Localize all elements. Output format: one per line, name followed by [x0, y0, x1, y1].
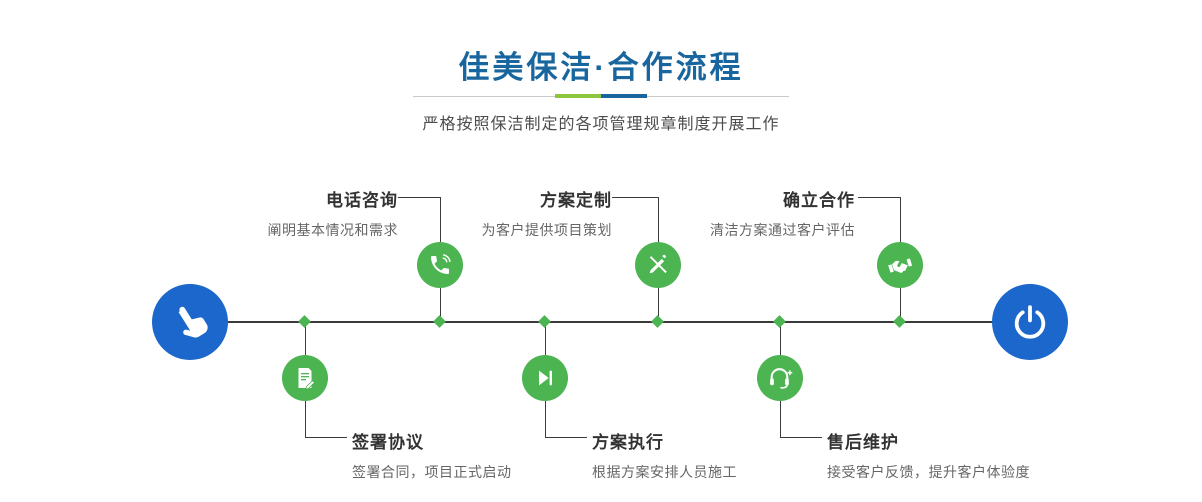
step-circle-design: [635, 242, 681, 288]
timeline-node-diamond: [298, 315, 311, 328]
step-text-handshake: 确立合作 清洁方案通过客户评估: [635, 186, 855, 240]
connector-line: [398, 197, 440, 198]
connector-line: [900, 288, 901, 322]
step-desc: 阐明基本情况和需求: [267, 222, 398, 238]
connector-line: [305, 323, 306, 355]
connector-line: [545, 401, 546, 438]
divider-blue-segment: [601, 94, 647, 98]
contract-icon: [293, 366, 317, 390]
connector-line: [780, 401, 781, 438]
step-circle-handshake: [877, 242, 923, 288]
connector-line: [305, 401, 306, 438]
timeline-node-diamond: [893, 315, 906, 328]
connector-line: [658, 197, 659, 243]
connector-line: [440, 197, 441, 243]
step-title: 售后维护: [827, 433, 899, 452]
connector-line: [440, 288, 441, 322]
step-text-aftersales: 售后维护 接受客户反馈，提升客户体验度: [827, 428, 1107, 482]
page-subtitle: 严格按照保洁制定的各项管理规章制度开展工作: [422, 116, 780, 133]
step-desc: 清洁方案通过客户评估: [710, 222, 855, 238]
connector-line: [780, 437, 822, 438]
timeline-start-node: [152, 284, 228, 360]
connector-line: [900, 197, 901, 243]
connector-line: [305, 437, 347, 438]
timeline-line: [190, 321, 1030, 323]
step-text-phone: 电话咨询 阐明基本情况和需求: [178, 186, 398, 240]
step-title: 方案定制: [540, 191, 612, 210]
divider-green-segment: [555, 94, 601, 98]
step-circle-phone: [417, 242, 463, 288]
step-text-execute: 方案执行 根据方案安排人员施工: [592, 428, 872, 482]
connector-line: [780, 323, 781, 355]
timeline-node-diamond: [538, 315, 551, 328]
step-desc: 为客户提供项目策划: [481, 222, 612, 238]
play-next-icon: [534, 367, 556, 389]
step-desc: 根据方案安排人员施工: [592, 464, 737, 480]
step-circle-execute: [522, 355, 568, 401]
divider-accent: [555, 94, 647, 98]
step-title: 签署协议: [352, 433, 424, 452]
pointing-hand-icon: [164, 296, 216, 348]
connector-line: [858, 197, 900, 198]
connector-line: [658, 288, 659, 322]
step-desc: 接受客户反馈，提升客户体验度: [827, 464, 1030, 480]
handshake-icon: [887, 252, 913, 278]
step-title: 确立合作: [783, 191, 855, 210]
step-circle-contract: [282, 355, 328, 401]
connector-line: [612, 197, 658, 198]
pencil-design-icon: [646, 253, 670, 277]
power-icon: [1011, 303, 1049, 341]
timeline-node-diamond: [433, 315, 446, 328]
timeline-node-diamond: [651, 315, 664, 328]
step-text-design: 方案定制 为客户提供项目策划: [392, 186, 612, 240]
page-title: 佳美保洁·合作流程: [458, 50, 744, 85]
step-desc: 签署合同，项目正式启动: [352, 464, 512, 480]
timeline-end-node: [992, 284, 1068, 360]
step-circle-aftersales: [757, 355, 803, 401]
step-text-contract: 签署协议 签署合同，项目正式启动: [352, 428, 632, 482]
step-title: 电话咨询: [326, 191, 398, 210]
title-divider: [413, 94, 789, 98]
connector-line: [545, 323, 546, 355]
headset-support-icon: [767, 365, 793, 391]
phone-icon: [428, 253, 452, 277]
timeline-node-diamond: [773, 315, 786, 328]
step-title: 方案执行: [592, 433, 664, 452]
connector-line: [545, 437, 587, 438]
